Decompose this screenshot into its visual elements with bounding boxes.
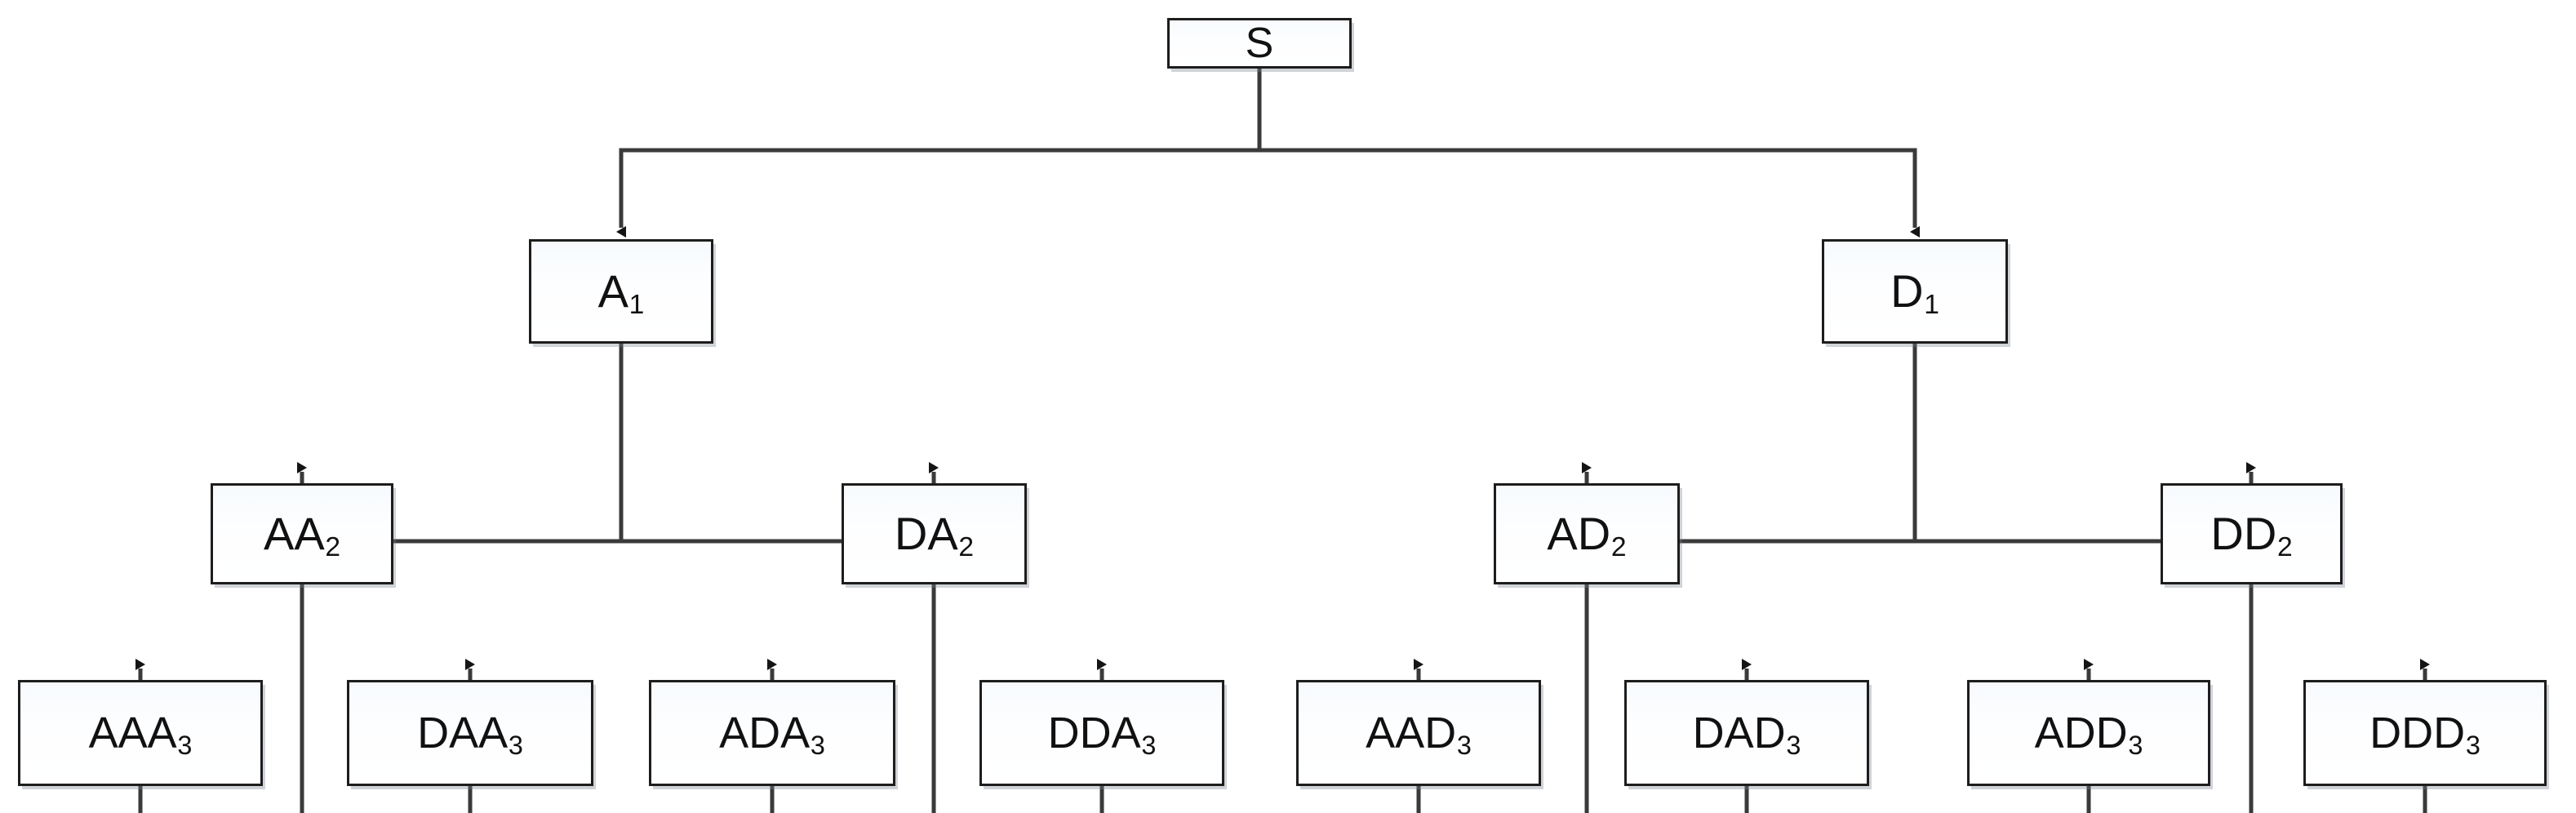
node-base-text: DAD	[1692, 709, 1786, 757]
node-base-text: DDA	[1047, 709, 1141, 757]
node-subscript-text: 3	[810, 730, 825, 760]
node-subscript-text: 3	[2128, 730, 2143, 760]
node-base-text: AD	[1547, 508, 1611, 559]
node-base-text: S	[1245, 20, 1274, 67]
node-base-text: DAA	[417, 709, 509, 757]
node-base-text: ADD	[2034, 709, 2128, 757]
node-subscript-text: 3	[1456, 730, 1472, 760]
node-base-text: DA	[894, 508, 958, 559]
tree-node-label-s: S	[1246, 22, 1274, 64]
node-subscript-text: 1	[1924, 290, 1939, 321]
node-subscript-text: 3	[1786, 730, 1801, 760]
node-base-text: DDD	[2369, 709, 2466, 757]
node-base-text: DD	[2210, 508, 2277, 559]
node-subscript-text: 3	[2465, 730, 2481, 760]
node-base-text: D	[1890, 265, 1924, 317]
node-subscript-text: 2	[958, 532, 975, 563]
node-subscript-text: 1	[628, 290, 645, 321]
node-base-text: AAA	[88, 709, 177, 757]
node-subscript-text: 2	[1610, 532, 1627, 563]
tree-node-s[interactable]: S	[1167, 18, 1352, 69]
node-subscript-text: 3	[1141, 730, 1157, 760]
node-base-text: ADA	[719, 709, 811, 757]
node-subscript-text: 3	[177, 730, 193, 760]
node-subscript-text: 2	[325, 532, 341, 563]
node-base-text: AA	[263, 508, 325, 559]
node-subscript-text: 2	[2276, 532, 2293, 563]
node-subscript-text: 3	[508, 730, 523, 760]
node-base-text: A	[597, 265, 628, 317]
node-base-text: AAD	[1366, 709, 1457, 757]
